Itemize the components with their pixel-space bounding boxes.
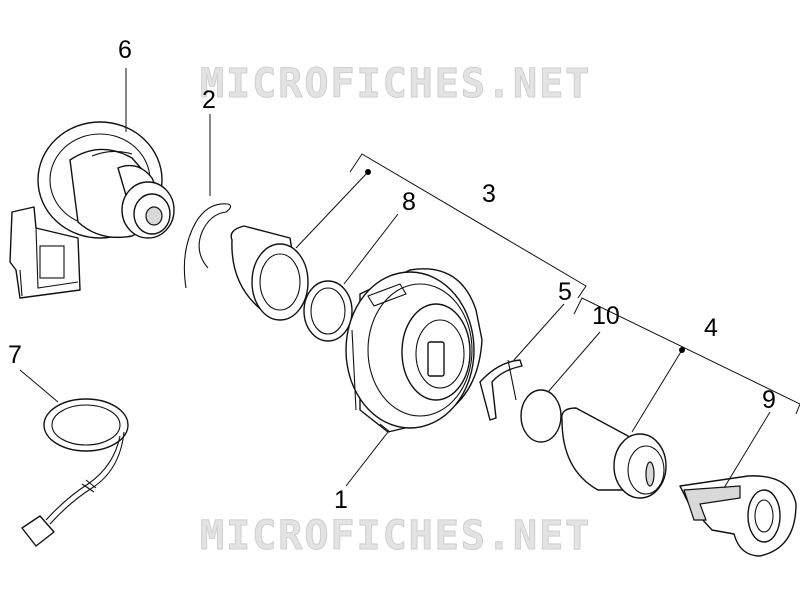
part-1-lock-body (345, 268, 483, 433)
bracket-3 (349, 153, 587, 299)
part-8-o-ring (303, 280, 353, 342)
part-6-switch-housing (9, 121, 175, 299)
watermark-bottom: MICROFICHES.NET (200, 513, 591, 559)
callout-1: 1 (334, 486, 348, 514)
dot-3 (365, 169, 371, 175)
leader-8 (343, 213, 399, 285)
callout-6: 6 (118, 36, 132, 64)
callout-3: 3 (482, 180, 496, 208)
callout-10: 10 (592, 302, 620, 330)
leader-7 (19, 369, 59, 403)
leader-5 (513, 303, 565, 361)
part-10-washer (520, 389, 562, 443)
leader-1 (345, 431, 389, 487)
callout-7: 7 (8, 341, 22, 369)
callout-4: 4 (704, 314, 718, 342)
leader-4 (631, 349, 683, 433)
part-7-transponder-ring (21, 398, 129, 547)
bracket-4 (573, 297, 800, 415)
part-2-spring-clip (183, 203, 232, 289)
part-9-key (679, 475, 797, 557)
watermark-top: MICROFICHES.NET (200, 61, 591, 107)
callout-8: 8 (402, 188, 416, 216)
leader-3-dot (295, 171, 369, 249)
leader-10 (547, 331, 601, 393)
part-5-u-clip (479, 359, 523, 421)
part-4-cylinder (561, 407, 667, 499)
leader-lines (19, 68, 800, 489)
callout-9: 9 (762, 386, 776, 414)
callout-2: 2 (202, 86, 216, 114)
dot-4 (679, 347, 685, 353)
callout-5: 5 (558, 278, 572, 306)
leader-9 (723, 411, 771, 489)
part-3-sleeve (230, 225, 309, 321)
